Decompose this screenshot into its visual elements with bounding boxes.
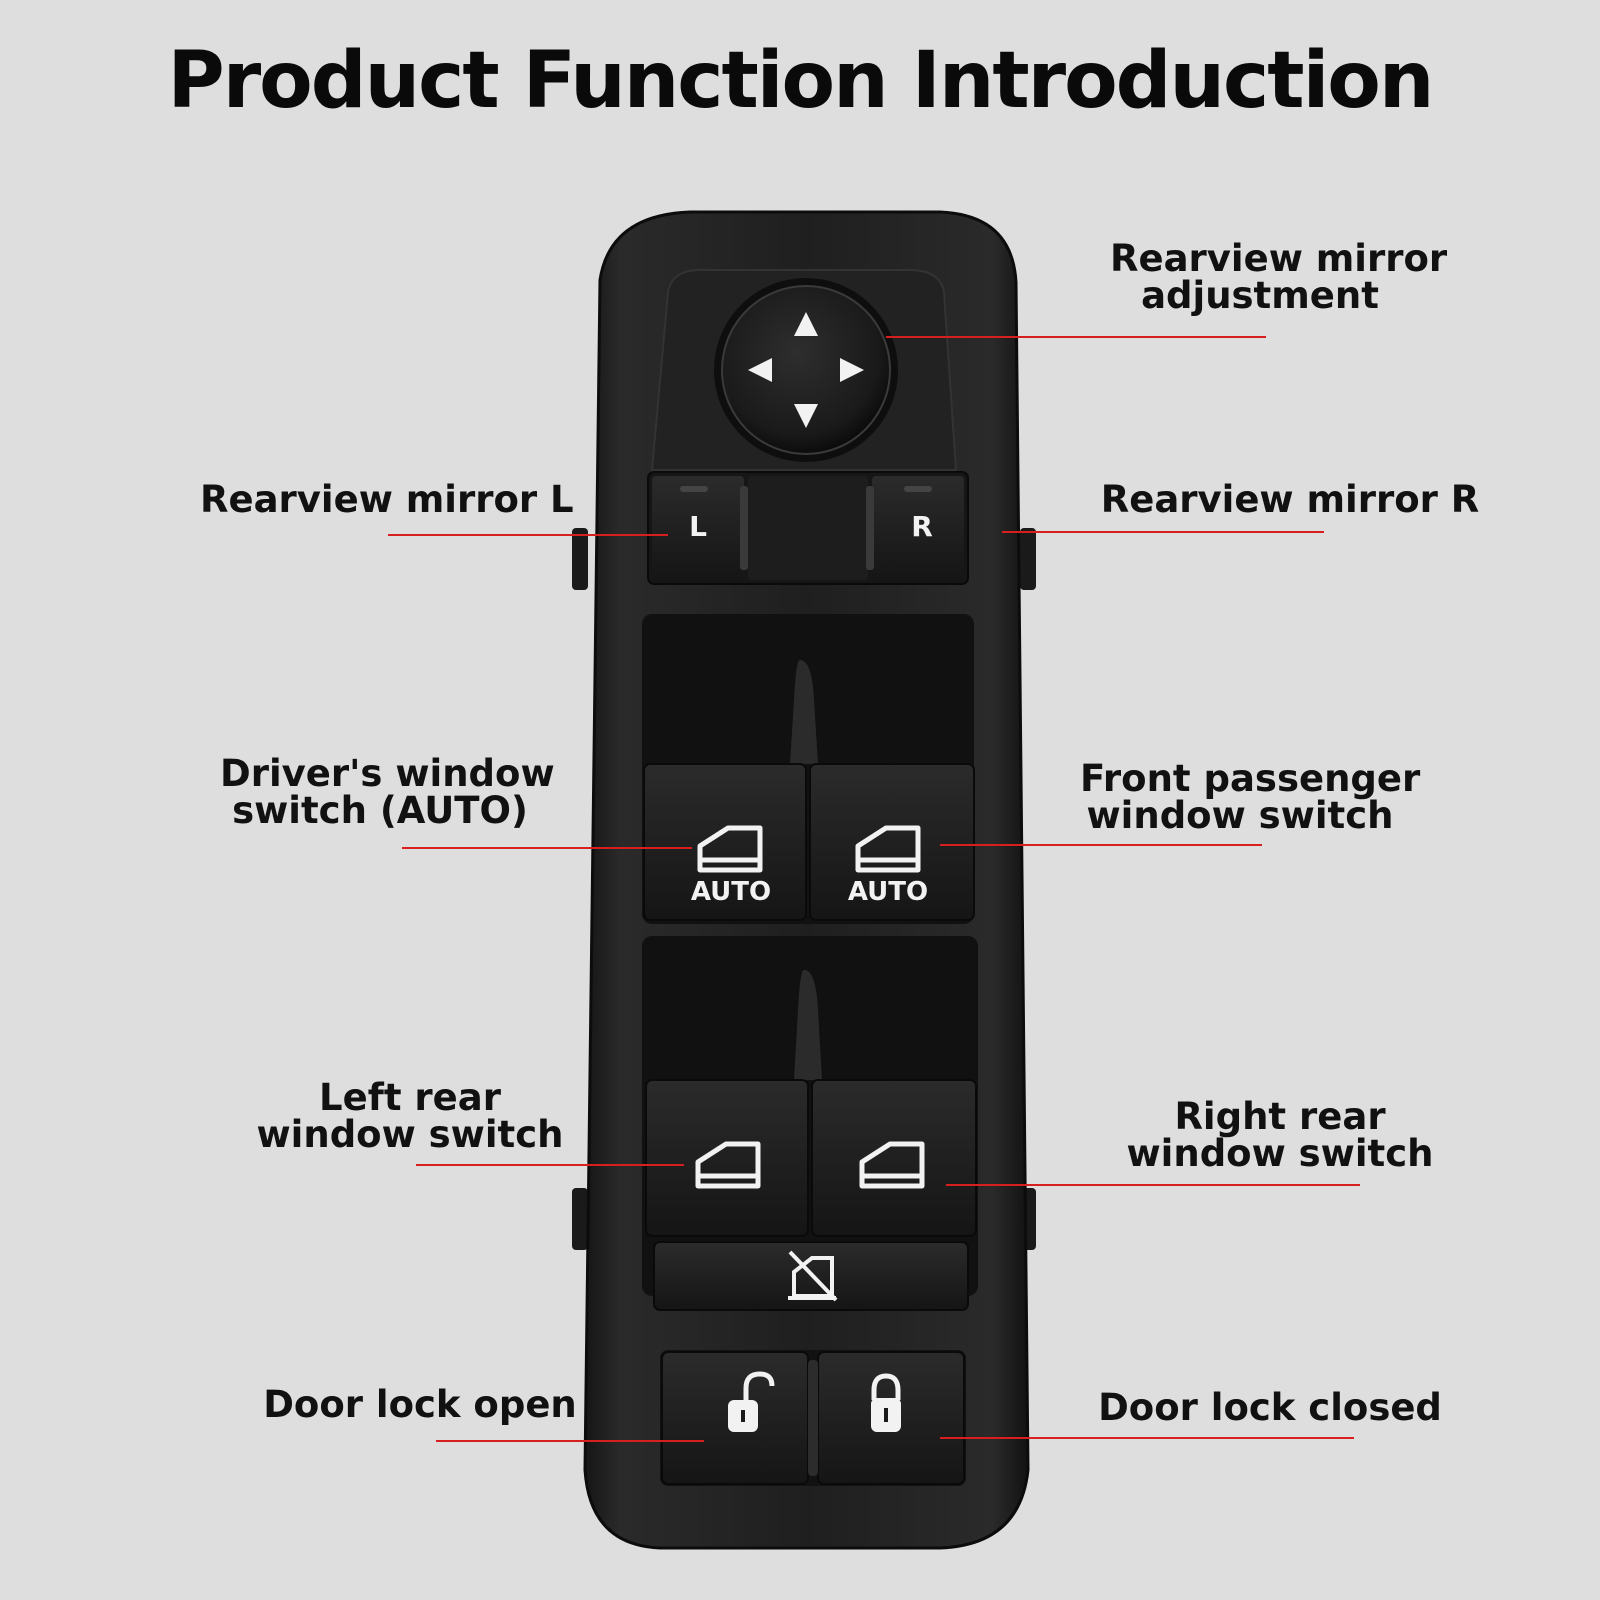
auto-text-left: AUTO [691,877,771,907]
leader-mirror-l [388,534,668,536]
arrow-up-icon [794,312,818,336]
padlock-open-icon [728,1371,775,1432]
mirror-l-letter: L [689,510,707,543]
leader-lock-closed [940,1437,1354,1439]
label-mirror-adjust: Rearview mirror adjustment [1110,237,1448,317]
window-icon [855,825,921,873]
arrow-down-icon [794,404,818,428]
side-clip [572,1188,588,1250]
label-mirror-l: Rearview mirror L [200,478,574,521]
arrow-right-icon [840,358,864,382]
side-clip [1020,528,1036,590]
right-rear-window-switch [811,1079,977,1237]
leader-right-rear [946,1184,1360,1186]
front-passenger-window-switch [809,763,975,921]
side-clip [572,528,588,590]
label-driver-window: Driver's window switch (AUTO) [220,752,555,832]
auto-text-right: AUTO [848,877,928,907]
label-right-rear: Right rear window switch [1126,1095,1434,1175]
leader-front-passenger [940,844,1262,846]
mirror-r-button [872,476,964,580]
driver-window-switch [643,763,807,921]
label-mirror-r: Rearview mirror R [1100,478,1480,521]
leader-mirror-r [1002,531,1324,533]
label-lock-closed: Door lock closed [1098,1386,1442,1429]
leader-left-rear [416,1164,684,1166]
arrow-left-icon [748,358,772,382]
leader-lock-open [436,1440,704,1442]
mirror-l-button [652,476,744,580]
window-icon [695,1141,761,1189]
label-front-passenger: Front passenger window switch [1080,757,1421,837]
left-rear-window-switch [645,1079,809,1237]
label-left-rear: Left rear window switch [256,1076,564,1156]
page-title: Product Function Introduction [167,36,1435,126]
mirror-r-letter: R [911,510,933,543]
leader-mirror-adjust [886,336,1266,338]
window-lock-disabled-icon [788,1250,838,1302]
window-icon [697,825,763,873]
label-lock-open: Door lock open [263,1383,577,1426]
window-icon [859,1141,925,1189]
leader-driver-window [402,847,692,849]
padlock-closed-icon [871,1373,901,1432]
